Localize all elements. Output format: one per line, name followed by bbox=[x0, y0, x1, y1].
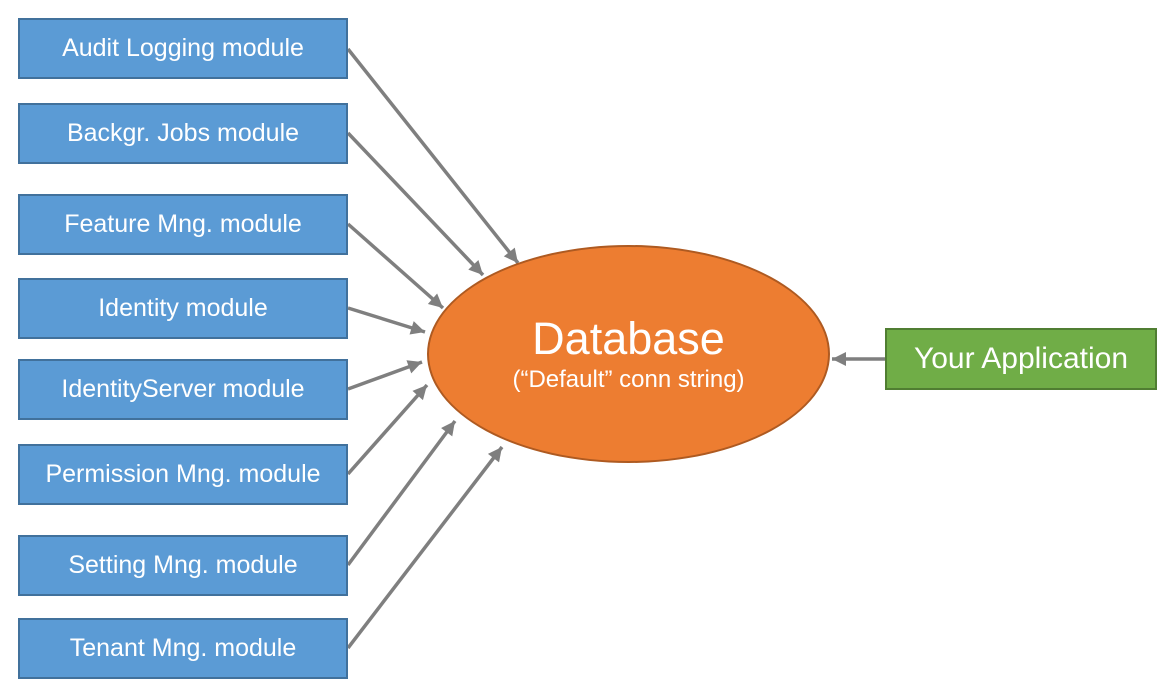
module-box-audit-logging: Audit Logging module bbox=[18, 18, 348, 79]
module-box-identityserver: IdentityServer module bbox=[18, 359, 348, 420]
database-ellipse: Database (“Default” conn string) bbox=[427, 245, 830, 463]
arrow-setting-mng-to-database bbox=[346, 419, 457, 567]
module-box-permission-mng: Permission Mng. module bbox=[18, 444, 348, 505]
database-title: Database bbox=[532, 312, 725, 364]
module-label: IdentityServer module bbox=[61, 374, 305, 403]
module-label: Tenant Mng. module bbox=[69, 633, 297, 662]
module-box-setting-mng: Setting Mng. module bbox=[18, 535, 348, 596]
module-box-feature-mng: Feature Mng. module bbox=[18, 194, 348, 255]
database-conn-string-note: (“Default” conn string) bbox=[512, 366, 745, 394]
arrow-identity-to-database bbox=[347, 306, 426, 335]
arrow-permission-mng-to-database bbox=[346, 383, 429, 476]
module-label: Setting Mng. module bbox=[68, 550, 298, 579]
arrow-identityserver-to-database bbox=[347, 360, 423, 391]
module-label: Permission Mng. module bbox=[45, 459, 321, 488]
module-box-identity: Identity module bbox=[18, 278, 348, 339]
module-label: Audit Logging module bbox=[62, 33, 304, 62]
module-label: Backgr. Jobs module bbox=[66, 118, 300, 147]
module-label: Identity module bbox=[98, 293, 268, 322]
arrow-audit-logging-to-database bbox=[346, 47, 520, 265]
arrow-backgr-jobs-to-database bbox=[346, 131, 485, 277]
module-label: Feature Mng. module bbox=[64, 209, 302, 238]
module-box-tenant-mng: Tenant Mng. module bbox=[18, 618, 348, 679]
your-application-box: Your Application bbox=[885, 328, 1157, 390]
arrow-feature-mng-to-database bbox=[346, 222, 445, 310]
arrow-tenant-mng-to-database bbox=[346, 445, 504, 650]
your-application-label: Your Application bbox=[913, 342, 1129, 375]
module-box-backgr-jobs: Backgr. Jobs module bbox=[18, 103, 348, 164]
